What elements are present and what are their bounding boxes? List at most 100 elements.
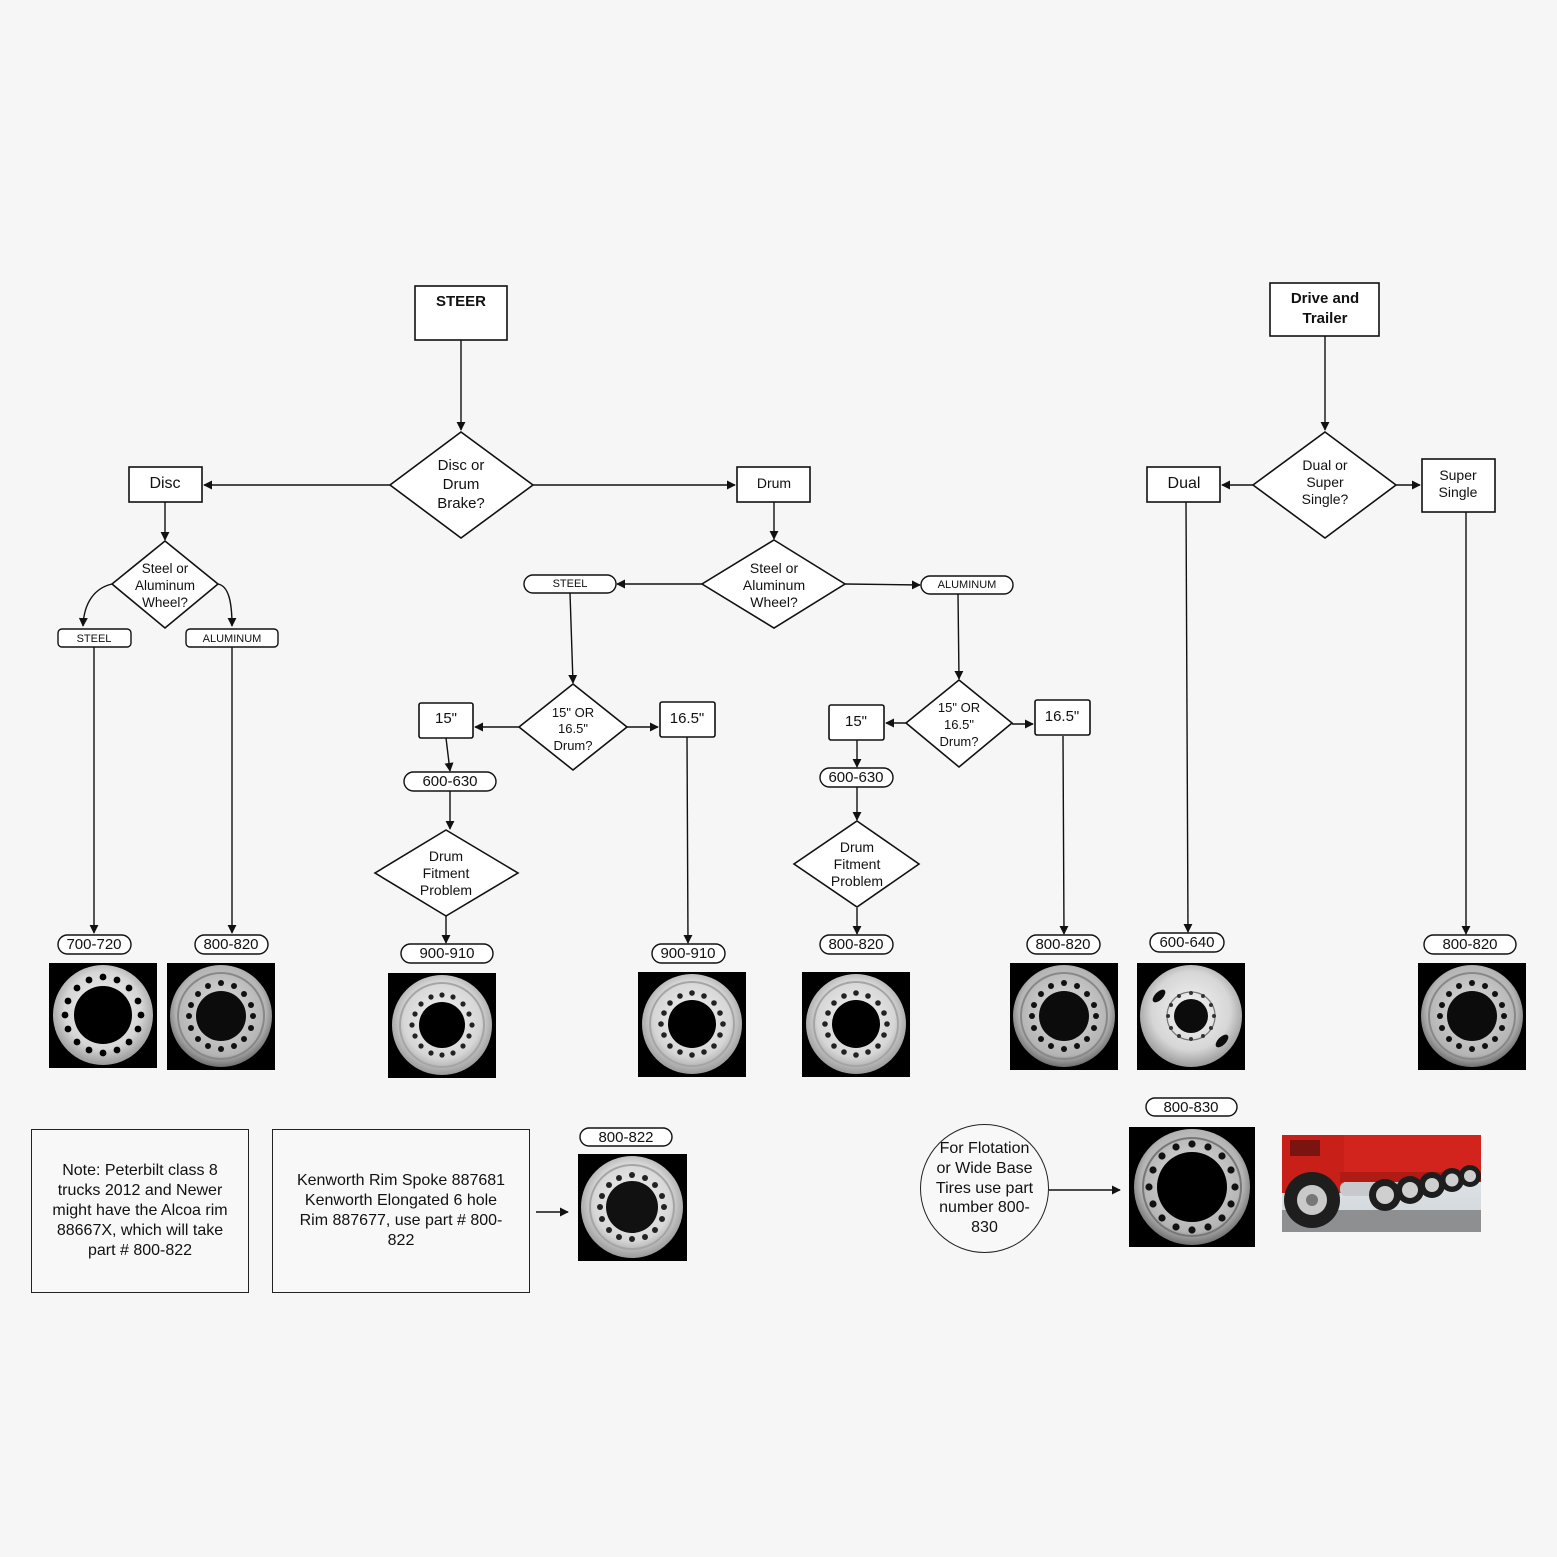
flotation-part-label: 800-830 — [1145, 1097, 1238, 1117]
svg-text:Drum: Drum — [840, 839, 874, 855]
svg-text:Drive and: Drive and — [1291, 290, 1359, 307]
svg-text:16.5": 16.5" — [1045, 708, 1080, 725]
wheel-cover-photo — [638, 972, 746, 1077]
drum-wheel-material-decision: Steel or Aluminum Wheel? — [700, 539, 847, 629]
brake-type-decision: Disc or Drum Brake? — [388, 431, 535, 539]
wheel-cover-photo — [1137, 963, 1245, 1070]
svg-text:Single: Single — [1439, 484, 1478, 500]
svg-text:Aluminum: Aluminum — [743, 577, 805, 593]
svg-text:800-820: 800-820 — [203, 936, 258, 953]
svg-text:Drum?: Drum? — [553, 738, 592, 753]
svg-text:Dual or: Dual or — [1302, 457, 1347, 473]
kenworth-note: Kenworth Rim Spoke 887681 Kenworth Elong… — [272, 1129, 530, 1293]
wheel-cover-photo — [167, 963, 275, 1070]
disc-steel-label: STEEL — [57, 628, 132, 648]
svg-text:800-820: 800-820 — [1035, 936, 1090, 953]
connectors — [78, 336, 1471, 1217]
dual-super-single-decision: Dual or Super Single? — [1251, 431, 1398, 539]
peterbilt-note: Note: Peterbilt class 8 trucks 2012 and … — [31, 1129, 249, 1293]
svg-text:15": 15" — [435, 710, 457, 727]
disc-aluminum-label: ALUMINUM — [185, 628, 279, 648]
dual-part-label: 600-640 — [1149, 932, 1225, 953]
wheel-cover-photo — [802, 972, 910, 1077]
wheel-cover-photo — [1418, 963, 1526, 1070]
svg-text:700-720: 700-720 — [66, 936, 121, 953]
aluminum-15-part-label: 600-630 — [819, 767, 894, 788]
kenworth-part-label: 800-822 — [579, 1127, 673, 1147]
wheel-cover-photo — [49, 963, 157, 1068]
aluminum-165-part-label: 800-820 — [1026, 934, 1101, 955]
aluminum-fitment-problem: Drum Fitment Problem — [792, 820, 921, 908]
svg-text:900-910: 900-910 — [660, 945, 715, 962]
kenworth-note-text: Kenworth Rim Spoke 887681 Kenworth Elong… — [296, 1172, 506, 1249]
disc-aluminum-part-label: 800-820 — [194, 934, 269, 955]
svg-text:Dual: Dual — [1168, 475, 1201, 492]
svg-text:Super: Super — [1306, 474, 1344, 490]
steer-title: STEER — [436, 293, 486, 310]
svg-text:Fitment: Fitment — [834, 856, 881, 872]
super-single-box: Super Single — [1421, 458, 1496, 513]
steel-165-box: 16.5" — [659, 701, 716, 738]
svg-text:Brake?: Brake? — [437, 495, 485, 512]
svg-text:800-822: 800-822 — [598, 1129, 653, 1146]
svg-text:600-630: 600-630 — [422, 773, 477, 790]
truck-photo — [1282, 1135, 1481, 1232]
svg-text:900-910: 900-910 — [419, 945, 474, 962]
steel-15-part-label: 600-630 — [403, 771, 497, 792]
disc-wheel-material-decision: Steel or Aluminum Wheel? — [110, 539, 220, 630]
drum-box: Drum — [736, 466, 811, 503]
drum-steel-label: STEEL — [523, 574, 617, 594]
drive-trailer-start-box: Drive and Trailer — [1269, 282, 1380, 337]
svg-text:Drum: Drum — [443, 476, 480, 493]
svg-text:Single?: Single? — [1302, 491, 1349, 507]
svg-text:Drum: Drum — [757, 475, 791, 491]
svg-text:800-820: 800-820 — [828, 936, 883, 953]
steel-15-final-part-label: 900-910 — [400, 943, 494, 964]
svg-text:ALUMINUM: ALUMINUM — [938, 579, 997, 591]
svg-text:STEEL: STEEL — [553, 578, 588, 590]
aluminum-15-box: 15" — [828, 704, 885, 741]
steel-fitment-problem: Drum Fitment Problem — [373, 829, 520, 917]
svg-text:15" OR: 15" OR — [552, 705, 594, 720]
wheel-cover-photo — [388, 973, 496, 1078]
svg-text:Drum: Drum — [429, 848, 463, 864]
svg-text:16.5": 16.5" — [558, 721, 588, 736]
svg-text:Steel or: Steel or — [142, 561, 189, 576]
svg-text:Wheel?: Wheel? — [142, 595, 188, 610]
svg-text:15" OR: 15" OR — [938, 700, 980, 715]
svg-text:Fitment: Fitment — [423, 865, 470, 881]
svg-text:Super: Super — [1439, 467, 1477, 483]
svg-text:16.5": 16.5" — [944, 717, 974, 732]
svg-text:STEEL: STEEL — [77, 633, 112, 645]
svg-text:15": 15" — [845, 713, 867, 730]
wheel-cover-photo — [578, 1154, 687, 1261]
aluminum-15-final-part-label: 800-820 — [819, 934, 894, 955]
svg-text:600-640: 600-640 — [1159, 934, 1214, 951]
peterbilt-note-text: Note: Peterbilt class 8 trucks 2012 and … — [52, 1162, 228, 1259]
super-single-part-label: 800-820 — [1423, 934, 1517, 955]
svg-text:ALUMINUM: ALUMINUM — [203, 633, 262, 645]
svg-text:600-630: 600-630 — [828, 769, 883, 786]
disc-steel-part-label: 700-720 — [57, 934, 132, 955]
flotation-note-text: For Flotation or Wide Base Tires use par… — [935, 1140, 1034, 1236]
svg-text:Problem: Problem — [831, 873, 883, 889]
svg-text:800-820: 800-820 — [1442, 936, 1497, 953]
svg-text:Trailer: Trailer — [1302, 310, 1347, 327]
wheel-cover-photo — [1129, 1127, 1255, 1247]
aluminum-165-box: 16.5" — [1034, 699, 1091, 736]
wheel-cover-photo — [1010, 963, 1118, 1070]
steel-drum-size-decision: 15" OR 16.5" Drum? — [517, 682, 629, 772]
dual-box: Dual — [1146, 466, 1221, 503]
steel-165-part-label: 900-910 — [651, 943, 726, 964]
svg-text:800-830: 800-830 — [1163, 1099, 1218, 1116]
svg-text:Drum?: Drum? — [939, 734, 978, 749]
flotation-note: For Flotation or Wide Base Tires use par… — [920, 1124, 1049, 1253]
disc-box: Disc — [128, 466, 203, 503]
steer-start-box: STEER — [414, 285, 508, 341]
svg-text:16.5": 16.5" — [670, 710, 705, 727]
aluminum-drum-size-decision: 15" OR 16.5" Drum? — [904, 678, 1014, 769]
svg-text:Problem: Problem — [420, 882, 472, 898]
svg-text:Steel or: Steel or — [750, 560, 799, 576]
drum-aluminum-label: ALUMINUM — [920, 575, 1014, 595]
